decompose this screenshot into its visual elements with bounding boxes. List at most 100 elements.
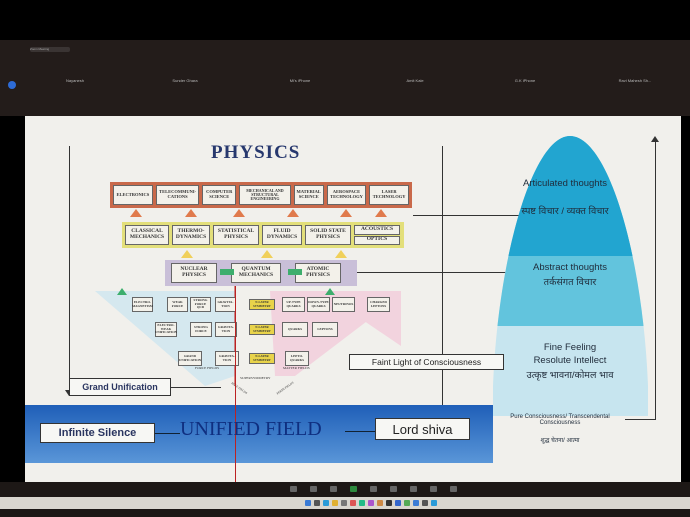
matter-box: LEPTONS xyxy=(312,322,338,337)
taskbar-app-icon[interactable] xyxy=(314,500,320,506)
core-row: NUCLEAR PHYSICS QUANTUM MECHANICS ATOMIC… xyxy=(165,260,357,286)
fine-feeling-hindi: उत्कृष्ट भावना/कोमल भाव xyxy=(526,370,614,381)
force-box: ELECTRO-WEAK UNIFICATION xyxy=(155,322,177,337)
box-nuclear-physics: NUCLEAR PHYSICS xyxy=(171,263,217,283)
branches-row: CLASSICAL MECHANICS THERMO-DYNAMICS STAT… xyxy=(122,222,404,248)
left-axis-line xyxy=(69,146,70,394)
connector-line xyxy=(625,419,656,420)
pure-consciousness-hindi: शुद्ध चेतना/ आत्मा xyxy=(540,438,580,444)
matter-fields-label: MATTER FIELDS xyxy=(283,366,310,370)
applications-row: ELECTRONICS TELECOMMUNI-CATIONS COMPUTER… xyxy=(110,182,412,208)
arrow-up-icon xyxy=(335,250,347,258)
right-axis-line xyxy=(655,142,656,420)
taskbar xyxy=(0,482,690,517)
connector-line xyxy=(155,433,180,434)
taskbar-app-icon[interactable] xyxy=(395,500,401,506)
window-title: Zoom Meeting xyxy=(30,47,70,52)
video-button[interactable] xyxy=(310,486,317,492)
connector-line xyxy=(413,215,543,216)
force-box: GRAVITA-TION xyxy=(215,297,236,312)
taskbar-app-icon[interactable] xyxy=(305,500,311,506)
taskbar-app-icon[interactable] xyxy=(413,500,419,506)
participants-button[interactable] xyxy=(330,486,337,492)
consciousness-dome xyxy=(493,136,648,416)
force-box: WEAK FORCE xyxy=(167,297,188,312)
zoom-logo-icon xyxy=(8,81,16,89)
double-arrow-icon xyxy=(220,269,234,275)
box-material-science: MATERIAL SCIENCE xyxy=(293,185,324,205)
share-button[interactable] xyxy=(370,486,377,492)
arrow-up-icon xyxy=(375,209,387,217)
taskbar-app-icon[interactable] xyxy=(332,500,338,506)
lord-shiva-box: Lord shiva xyxy=(375,418,470,440)
box-atomic-physics: ATOMIC PHYSICS xyxy=(295,263,341,283)
arrow-up-icon xyxy=(651,136,659,142)
arrow-up-icon xyxy=(340,209,352,217)
articulated-thoughts-text: Articulated thoughts xyxy=(523,178,607,189)
participant-tile[interactable]: Amit Kale xyxy=(406,78,424,83)
connector-line xyxy=(171,387,221,388)
supersymmetry-label: SUPERSYMMETRY xyxy=(240,376,271,380)
record-button[interactable] xyxy=(390,486,397,492)
box-solid-state: SOLID STATE PHYSICS xyxy=(305,225,351,245)
taskbar-app-icon[interactable] xyxy=(386,500,392,506)
taskbar-app-icon[interactable] xyxy=(422,500,428,506)
matter-box: CHARGED LEPTONS xyxy=(367,297,390,312)
arrow-up-icon xyxy=(117,288,127,295)
arrow-up-icon xyxy=(130,209,142,217)
box-aerospace: AEROSPACE TECHNOLOGY xyxy=(326,185,367,205)
matter-box: DOWN-TYPE QUARKS xyxy=(307,297,330,312)
abstract-thoughts-text: Abstract thoughts xyxy=(533,262,607,273)
box-quantum-mechanics: QUANTUM MECHANICS xyxy=(231,263,281,283)
more-button[interactable] xyxy=(450,486,457,492)
matter-box: UP-TYPE QUARKS xyxy=(282,297,305,312)
taskbar-app-icon[interactable] xyxy=(431,500,437,506)
slide-title: PHYSICS xyxy=(211,142,301,163)
participant-tile[interactable]: Mi's iPhone xyxy=(289,78,311,83)
box-acoustics: ACOUSTICS xyxy=(354,225,400,235)
taskbar-app-icon[interactable] xyxy=(368,500,374,506)
force-box: GRAVITA-TION xyxy=(215,351,239,366)
force-box: STRONG FORCE QCD xyxy=(190,297,211,312)
force-box: STRONG FORCE xyxy=(190,322,212,337)
participant-tile[interactable]: Nayanesh xyxy=(65,78,84,83)
susy-box: N-LAYER SYMMETRY xyxy=(249,299,275,310)
pure-consciousness-text: Pure Consciousness/ Transcendental Consc… xyxy=(510,414,610,426)
chat-button[interactable] xyxy=(350,486,357,492)
taskbar-app-icon[interactable] xyxy=(377,500,383,506)
taskbar-app-icon[interactable] xyxy=(404,500,410,506)
connector-line xyxy=(345,431,375,432)
force-box: GRAND UNIFICATION xyxy=(178,351,202,366)
susy-box: N-LAYER SYMMETRY xyxy=(249,324,275,335)
taskbar-app-icon[interactable] xyxy=(341,500,347,506)
participant-tile[interactable]: Sunder Ghara xyxy=(172,78,198,83)
box-optics: OPTICS xyxy=(354,235,400,245)
box-computer-science: COMPUTER SCIENCE xyxy=(202,185,237,205)
mute-button[interactable] xyxy=(290,486,297,492)
arrow-up-icon xyxy=(261,250,273,258)
box-statistical-physics: STATISTICAL PHYSICS xyxy=(213,225,259,245)
connector-line xyxy=(357,272,542,273)
red-line xyxy=(235,286,236,482)
abstract-thoughts-hindi: तर्कसंगत विचार xyxy=(543,277,597,288)
taskbar-app-icon[interactable] xyxy=(323,500,329,506)
force-fields-label: FORCE FIELDS xyxy=(195,366,220,370)
participant-tile[interactable]: Ravi Mahesh Sh... xyxy=(618,78,652,83)
articulated-thoughts-hindi: स्पष्ट विचार / व्यक्त विचार xyxy=(521,206,609,217)
double-arrow-icon xyxy=(288,269,302,275)
matter-box: NEUTRINOS xyxy=(332,297,355,312)
center-axis-line xyxy=(442,146,443,408)
box-mechanical: MECHANICAL AND STRUCTURAL ENGINEERING xyxy=(239,185,291,205)
box-thermodynamics: THERMO-DYNAMICS xyxy=(172,225,210,245)
force-box: GRAVITA-TION xyxy=(215,322,237,337)
box-telecom: TELECOMMUNI-CATIONS xyxy=(155,185,200,205)
apps-button[interactable] xyxy=(430,486,437,492)
box-electronics: ELECTRONICS xyxy=(113,185,153,205)
participant-tile[interactable]: G.K iPhone xyxy=(514,78,536,83)
infinite-silence-box: Infinite Silence xyxy=(40,423,155,443)
reactions-button[interactable] xyxy=(410,486,417,492)
susy-box: N-LAYER SYMMETRY xyxy=(249,353,275,364)
taskbar-app-icon[interactable] xyxy=(359,500,365,506)
taskbar-app-icon[interactable] xyxy=(350,500,356,506)
arrow-up-icon xyxy=(181,250,193,258)
